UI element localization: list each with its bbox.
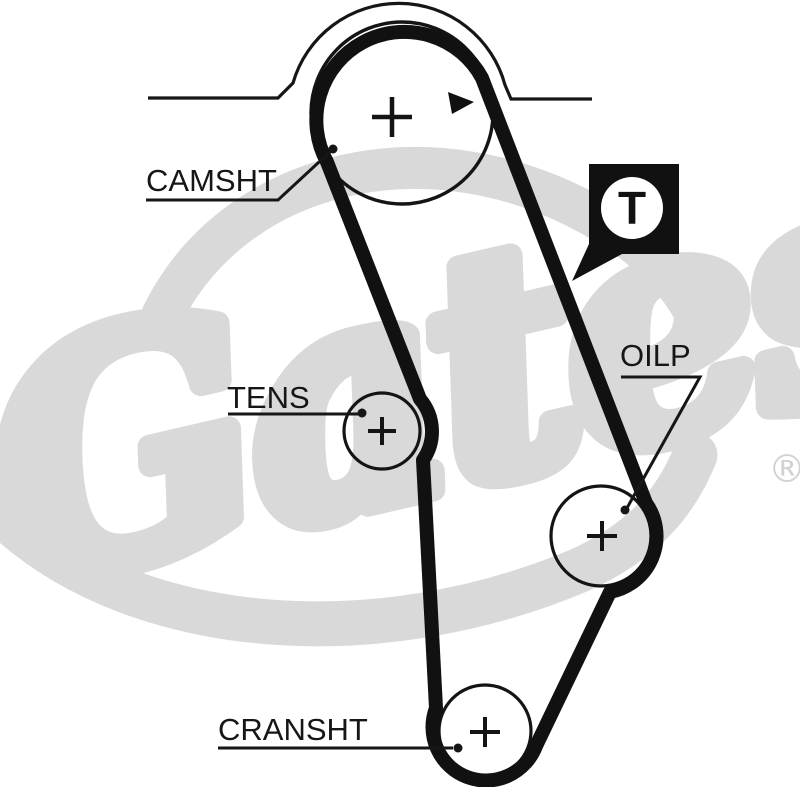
registered-trademark-icon: ®	[768, 447, 800, 491]
camshaft-leader-line	[146, 144, 338, 202]
timing-belt	[309, 24, 664, 787]
tensioner-center-cross	[368, 417, 396, 445]
oil-pump-leader-line	[620, 375, 703, 515]
watermark-top-swash	[139, 147, 726, 356]
tensioner-badge-circle	[601, 177, 663, 239]
camshaft-leader-dot	[328, 144, 338, 154]
oil-pump-label: OILP	[620, 338, 691, 373]
engine-cover-line	[148, 1, 592, 101]
oil-pump-center-cross	[587, 521, 617, 551]
camshaft-label: CAMSHT	[146, 163, 277, 198]
tensioner-badge: T	[572, 164, 679, 281]
crankshaft-leader-dot	[453, 743, 463, 753]
tensioner-pulley-circle	[342, 391, 422, 471]
crankshaft-label: CRANSHT	[218, 712, 368, 747]
gates-watermark: Gates ®	[0, 79, 800, 669]
tensioner-leader-line	[228, 408, 367, 418]
tensioner-badge-letter: T	[618, 182, 646, 234]
crankshaft-leader-line	[218, 743, 463, 753]
direction-arrow-icon	[448, 92, 474, 114]
oil-pump-leader-dot	[620, 505, 630, 515]
camshaft-center-cross	[372, 97, 412, 137]
tensioner-leader-dot	[357, 408, 367, 418]
tensioner-label: TENS	[227, 380, 310, 415]
crankshaft-center-cross	[470, 717, 500, 747]
